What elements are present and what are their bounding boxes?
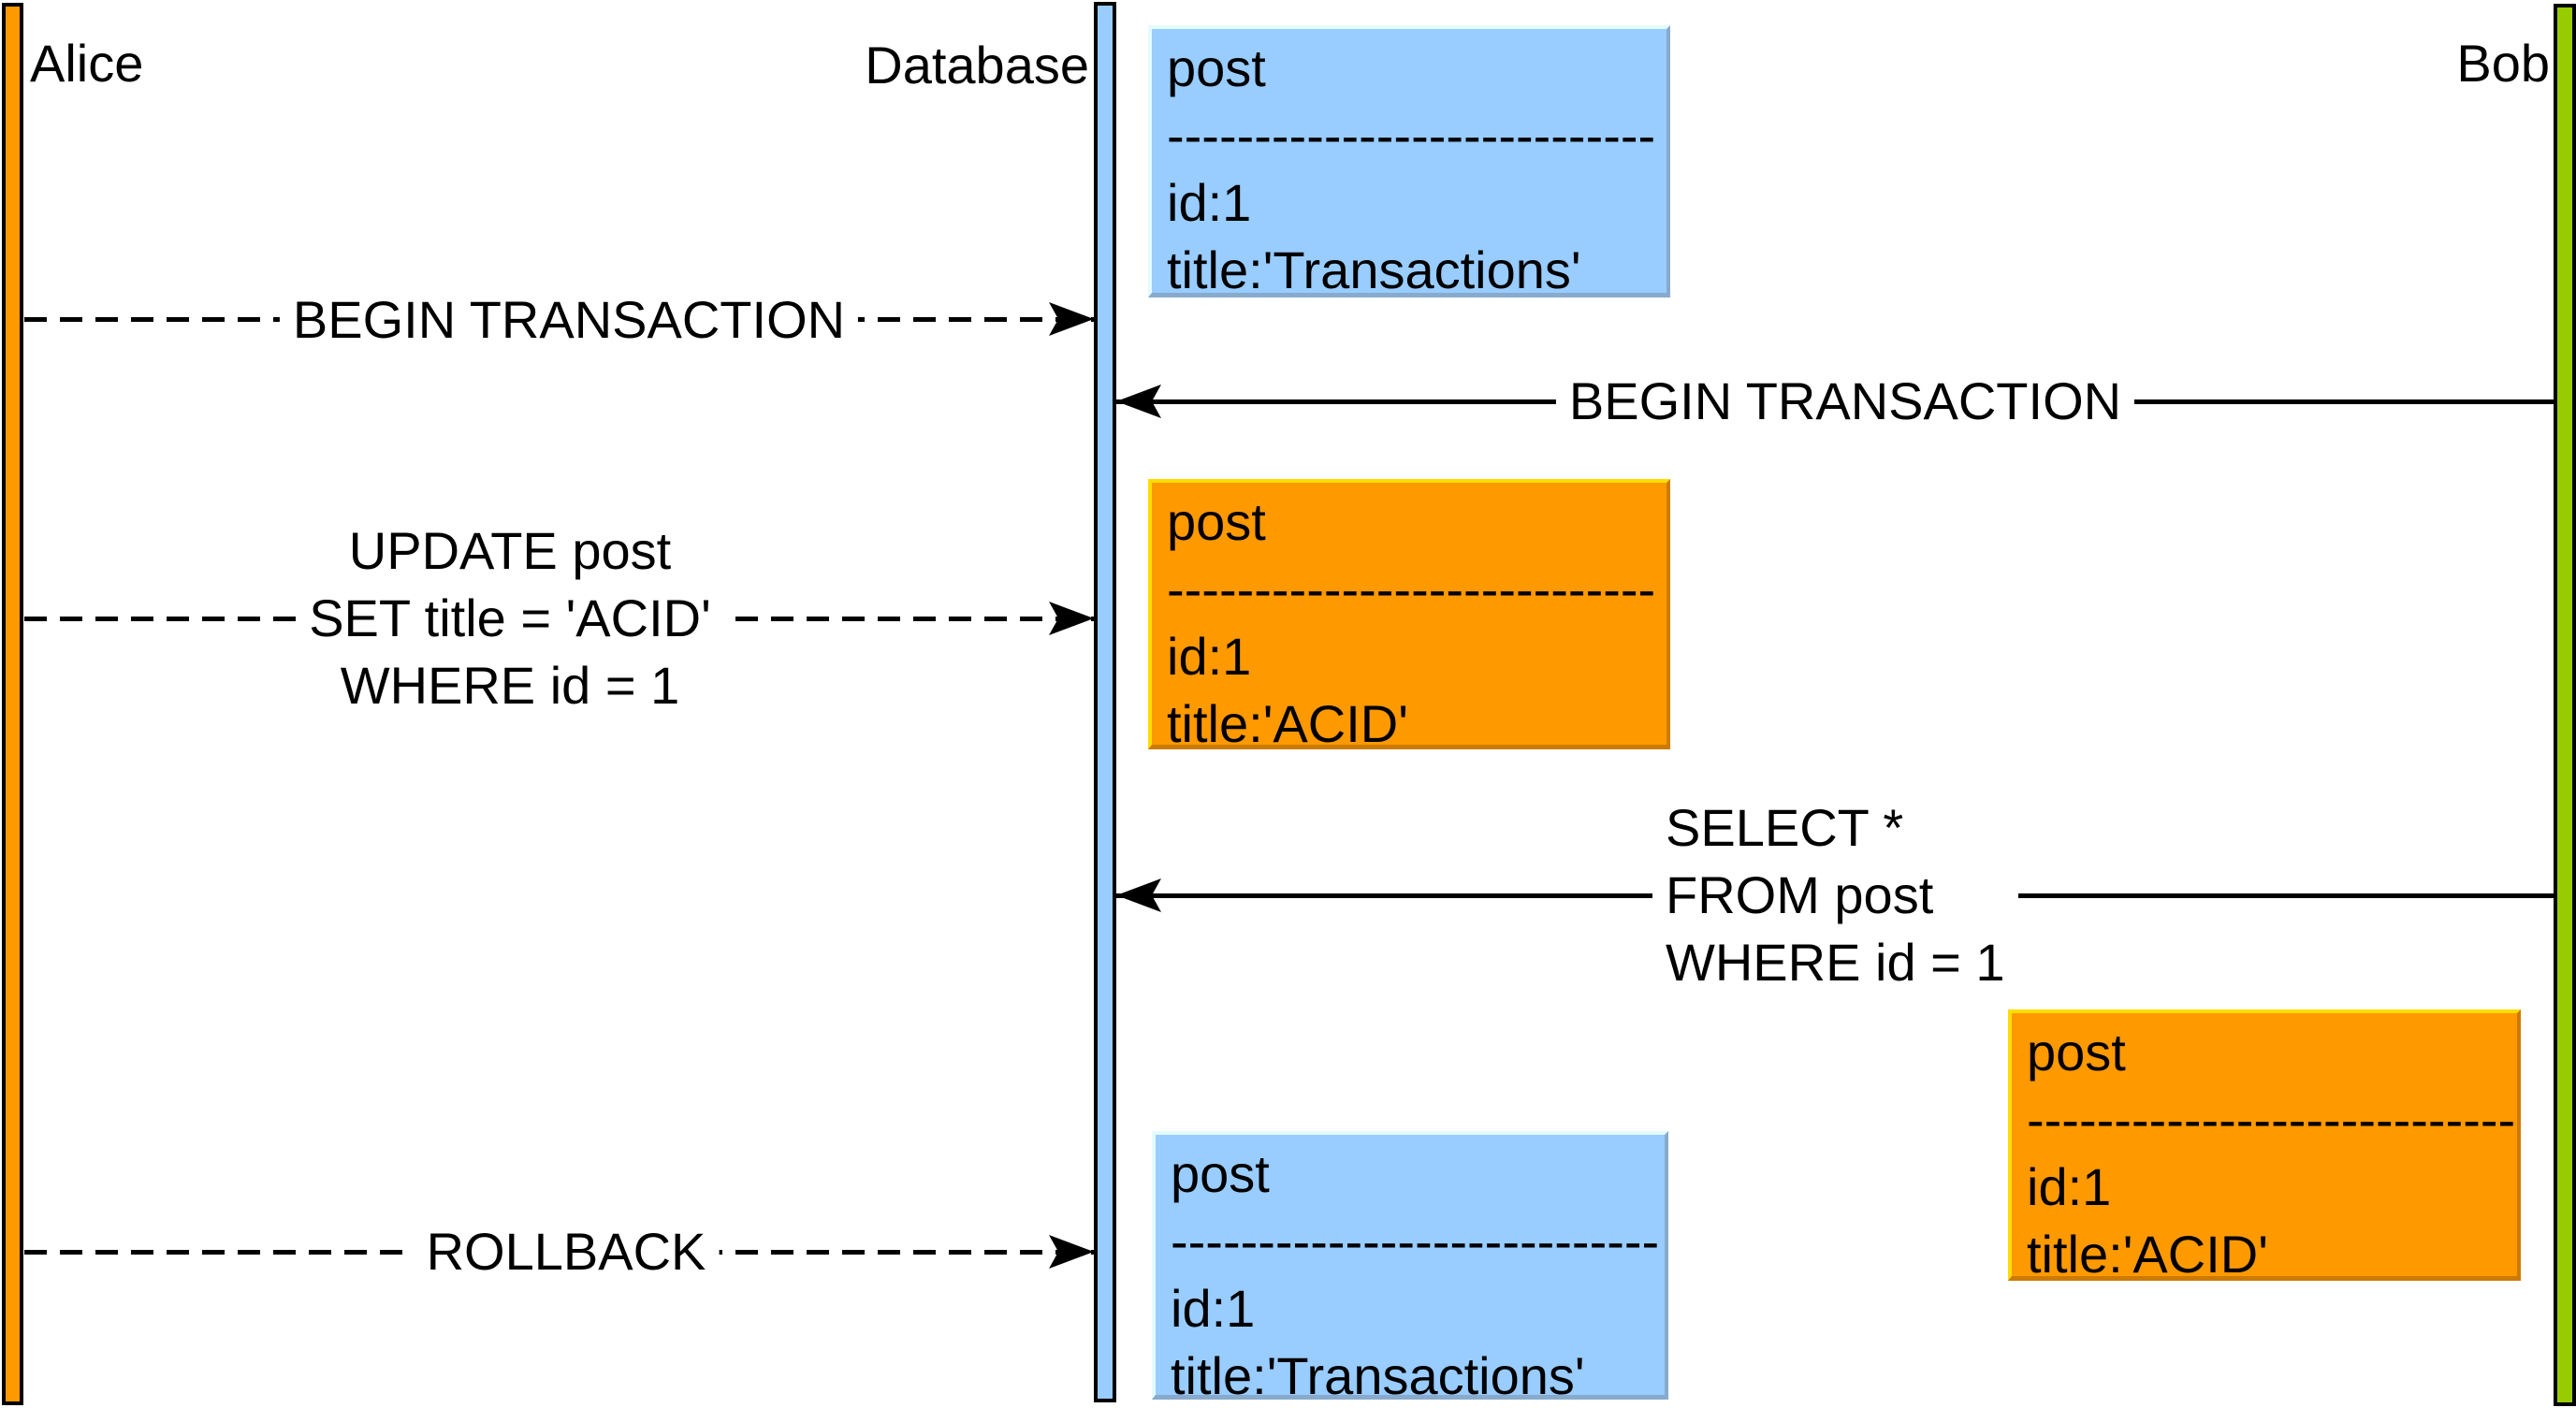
message-label-line: SET title = 'ACID': [309, 588, 711, 647]
state-box-field: id:1: [1167, 627, 1252, 686]
state-box-db-transactions-2: post ---------------------------- id:1 t…: [1152, 1131, 1668, 1400]
state-box-field: title:'ACID': [2027, 1225, 2268, 1281]
state-box-separator: ----------------------------: [2027, 1090, 2516, 1149]
actor-label-database: Database: [865, 36, 1089, 94]
state-box-field: title:'Transactions': [1171, 1346, 1585, 1400]
state-box-separator: ----------------------------: [1167, 106, 1656, 165]
state-box-field: id:1: [1171, 1279, 1256, 1338]
state-box-db-acid: post ---------------------------- id:1 t…: [1148, 479, 1670, 749]
message-label: BEGIN TRANSACTION: [1555, 368, 2135, 435]
arrowhead-right-icon: [1049, 600, 1094, 637]
state-box-title: post: [1167, 492, 1266, 551]
arrowhead-left-icon: [1116, 383, 1161, 420]
state-box-separator: ----------------------------: [1167, 559, 1656, 618]
message-label-line: FROM post: [1666, 865, 1934, 924]
message-label: ROLLBACK: [413, 1218, 720, 1285]
bob-lifeline: [2554, 4, 2576, 1406]
alice-lifeline: [2, 3, 23, 1405]
actor-label-bob: Bob: [2456, 34, 2550, 93]
message-label: BEGIN TRANSACTION: [279, 286, 859, 354]
state-box-field: id:1: [1167, 173, 1252, 232]
state-box-db-transactions-1: post ---------------------------- id:1 t…: [1148, 25, 1670, 298]
database-lifeline: [1094, 2, 1116, 1402]
message-label: SELECT * FROM post WHERE id = 1: [1652, 794, 2018, 996]
actor-label-alice: Alice: [30, 34, 144, 93]
arrowhead-right-icon: [1049, 1233, 1094, 1270]
message-label-line: WHERE id = 1: [1666, 933, 2005, 992]
state-box-field: title:'ACID': [1167, 694, 1408, 749]
state-box-bob-acid: post ---------------------------- id:1 t…: [2008, 1009, 2521, 1281]
state-box-title: post: [2027, 1023, 2126, 1081]
state-box-title: post: [1167, 38, 1266, 97]
message-label-line: SELECT *: [1666, 798, 1904, 857]
arrowhead-right-icon: [1049, 300, 1094, 338]
state-box-field: id:1: [2027, 1157, 2112, 1216]
arrowhead-left-icon: [1116, 877, 1161, 914]
message-label: UPDATE post SET title = 'ACID' WHERE id …: [296, 517, 724, 719]
state-box-separator: ----------------------------: [1171, 1212, 1660, 1270]
message-label-line: WHERE id = 1: [340, 656, 680, 715]
message-label-line: UPDATE post: [348, 521, 672, 580]
state-box-title: post: [1171, 1144, 1270, 1203]
state-box-field: title:'Transactions': [1167, 240, 1581, 298]
